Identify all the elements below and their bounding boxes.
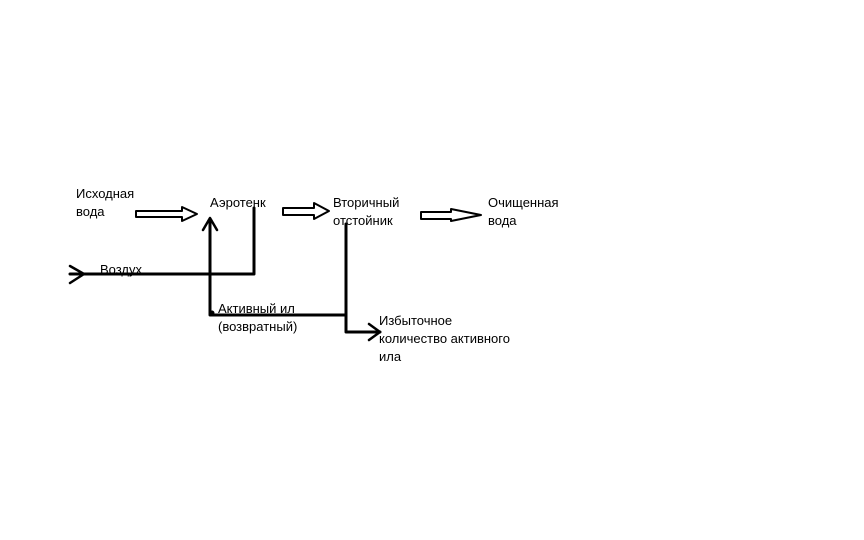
label-air: Воздух — [100, 261, 142, 279]
arrow-aerotank-to-clarifier — [282, 202, 330, 220]
label-source-water: Исходная вода — [76, 185, 134, 221]
label-return-sludge-line-2: (возвратный) — [218, 319, 298, 334]
label-excess-sludge-line-2: количество активного — [379, 331, 510, 346]
label-treated-water-line-2: вода — [488, 213, 517, 228]
excess-sludge-arrowhead — [367, 322, 382, 342]
label-treated-water: Очищенная вода — [488, 194, 559, 230]
label-excess-sludge: Избыточное количество активного ила — [379, 312, 510, 366]
arrow-clarifier-to-treated-water — [420, 208, 482, 222]
return-sludge-line — [208, 220, 348, 317]
label-treated-water-line-1: Очищенная — [488, 195, 559, 210]
label-aerotank: Аэротенк — [210, 194, 266, 212]
label-source-water-line-2: вода — [76, 204, 105, 219]
air-supply-line — [68, 206, 256, 276]
label-excess-sludge-line-1: Избыточное — [379, 313, 453, 328]
label-secondary-clarifier: Вторичный отстойник — [333, 194, 399, 230]
label-aerotank-text: Аэротенк — [210, 195, 266, 210]
arrow-source-to-aerotank — [135, 206, 198, 222]
return-sludge-arrowhead — [201, 216, 219, 232]
label-secondary-clarifier-line-1: Вторичный — [333, 195, 400, 210]
label-return-sludge-line-1: Активный ил — [218, 301, 295, 316]
excess-sludge-line — [344, 313, 382, 334]
label-excess-sludge-line-3: ила — [379, 349, 402, 364]
return-sludge-junction — [209, 310, 215, 316]
label-return-sludge: Активный ил (возвратный) — [218, 300, 297, 336]
label-air-text: Воздух — [100, 262, 143, 277]
air-inlet-arrowhead — [68, 264, 86, 285]
label-source-water-line-1: Исходная — [76, 186, 135, 201]
label-secondary-clarifier-line-2: отстойник — [333, 213, 393, 228]
